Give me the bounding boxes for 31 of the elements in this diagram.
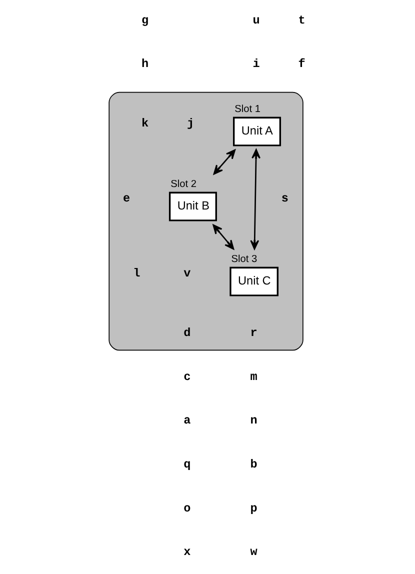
arrow — [250, 149, 260, 250]
label: x — [184, 545, 191, 560]
label: w — [250, 545, 258, 560]
label: v — [184, 266, 191, 281]
label: m — [250, 370, 258, 384]
label: o — [184, 501, 191, 516]
cluster — [108, 92, 304, 351]
label: a — [184, 414, 191, 428]
node-label: Slot 1 — [234, 104, 261, 116]
label: c — [184, 370, 191, 384]
label: b — [250, 458, 258, 472]
label: u — [252, 13, 260, 28]
label: i — [252, 57, 260, 72]
label: g — [142, 13, 149, 28]
label: k — [142, 116, 149, 131]
label: h — [142, 57, 149, 72]
node-label: Slot 3 — [231, 254, 258, 266]
label: f — [298, 57, 306, 72]
label: l — [133, 266, 140, 281]
label: q — [184, 458, 191, 472]
label: d — [184, 326, 191, 340]
label: j — [187, 116, 194, 131]
label: p — [250, 501, 258, 516]
label: n — [250, 414, 258, 428]
label: s — [281, 192, 289, 206]
arrow — [212, 224, 234, 250]
arrow — [213, 149, 236, 175]
label: e — [123, 192, 130, 206]
label: r — [250, 326, 258, 340]
node-label: Slot 2 — [170, 179, 196, 190]
label: t — [298, 13, 306, 28]
